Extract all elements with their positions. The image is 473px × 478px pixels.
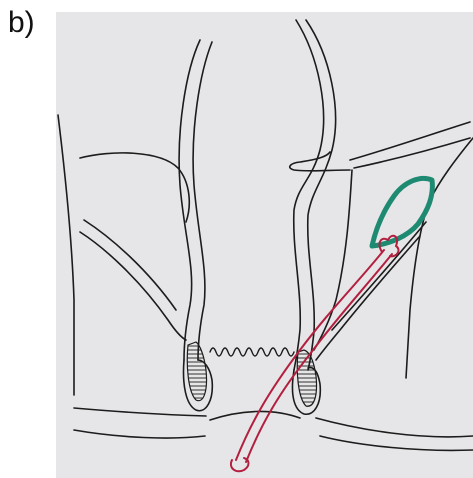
- paper-background: [56, 12, 473, 478]
